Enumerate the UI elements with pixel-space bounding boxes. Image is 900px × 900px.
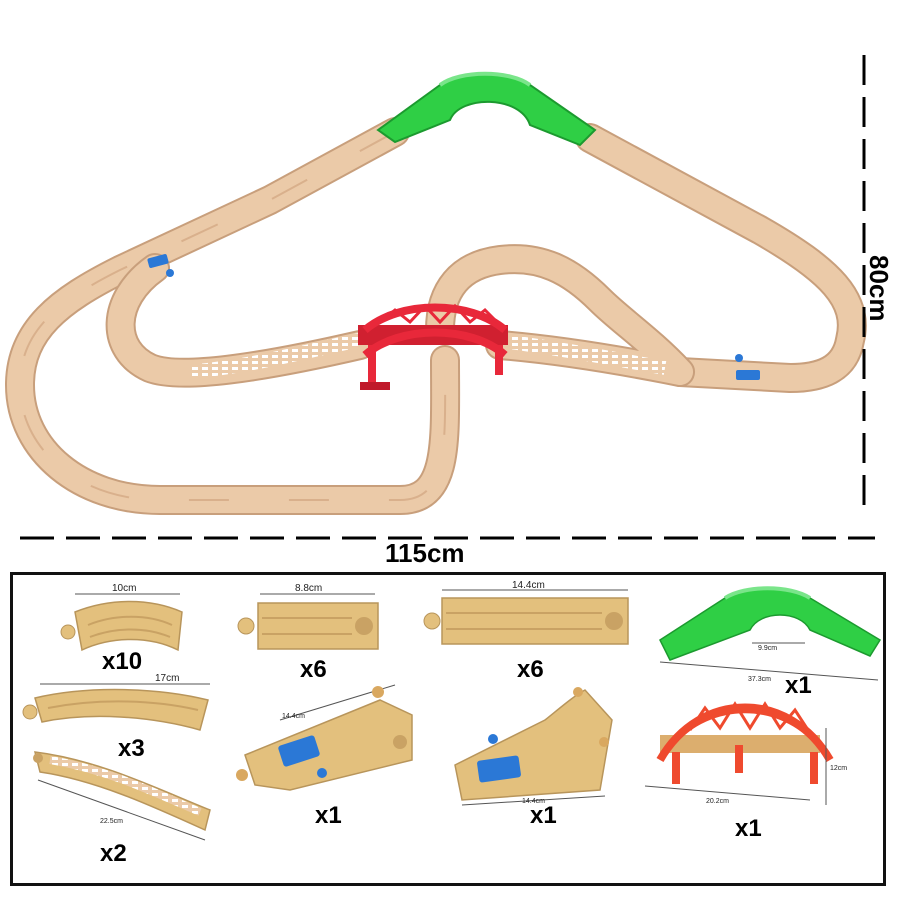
right-switch-length: 14.4cm — [282, 713, 305, 720]
parts-list-panel — [10, 572, 886, 886]
raised-track-quantity: x2 — [100, 840, 127, 867]
ramp-quantity: x1 — [785, 672, 812, 699]
bridge-height: 12cm — [830, 765, 848, 772]
short-curve-piece — [60, 593, 183, 652]
right-switch-piece — [236, 684, 413, 791]
short-straight-piece — [237, 593, 379, 650]
ascending-ramp-layout — [376, 72, 597, 147]
long-curve-piece — [22, 683, 210, 731]
bridge-layout — [358, 303, 508, 390]
bridge-piece — [644, 701, 834, 805]
ramp-length: 37.3cm — [748, 676, 771, 683]
ascending-ramp-piece — [659, 586, 882, 681]
raised-track-right — [509, 335, 667, 375]
ramp-inner-span: 9.9cm — [758, 645, 778, 652]
left-switch-quantity: x1 — [530, 802, 557, 829]
long-curve-length: 17cm — [155, 673, 180, 684]
short-curve-quantity: x10 — [102, 648, 143, 675]
raised-track-length: 22.5cm — [100, 818, 123, 825]
left-switch-piece — [454, 687, 613, 806]
raised-track-left — [189, 333, 362, 379]
long-straight-piece — [423, 589, 629, 645]
layout-height-label: 80cm — [864, 255, 894, 322]
short-straight-length: 8.8cm — [295, 583, 323, 594]
left-switch-length: 14.4cm — [522, 798, 545, 805]
bridge-quantity: x1 — [735, 815, 762, 842]
long-curve-quantity: x3 — [118, 735, 145, 762]
right-switch-quantity: x1 — [315, 802, 342, 829]
layout-width-label: 115cm — [385, 538, 465, 568]
short-straight-quantity: x6 — [300, 656, 327, 683]
switch-lever-right — [736, 370, 760, 380]
switch-lever-left — [147, 254, 169, 268]
long-straight-length: 14.4cm — [512, 580, 545, 591]
assembled-track-layout — [5, 71, 867, 515]
bridge-length: 20.2cm — [706, 798, 729, 805]
raised-track-piece — [33, 751, 211, 841]
long-straight-quantity: x6 — [517, 656, 544, 683]
parts-illustrations — [22, 586, 882, 841]
short-curve-length: 10cm — [112, 583, 137, 594]
